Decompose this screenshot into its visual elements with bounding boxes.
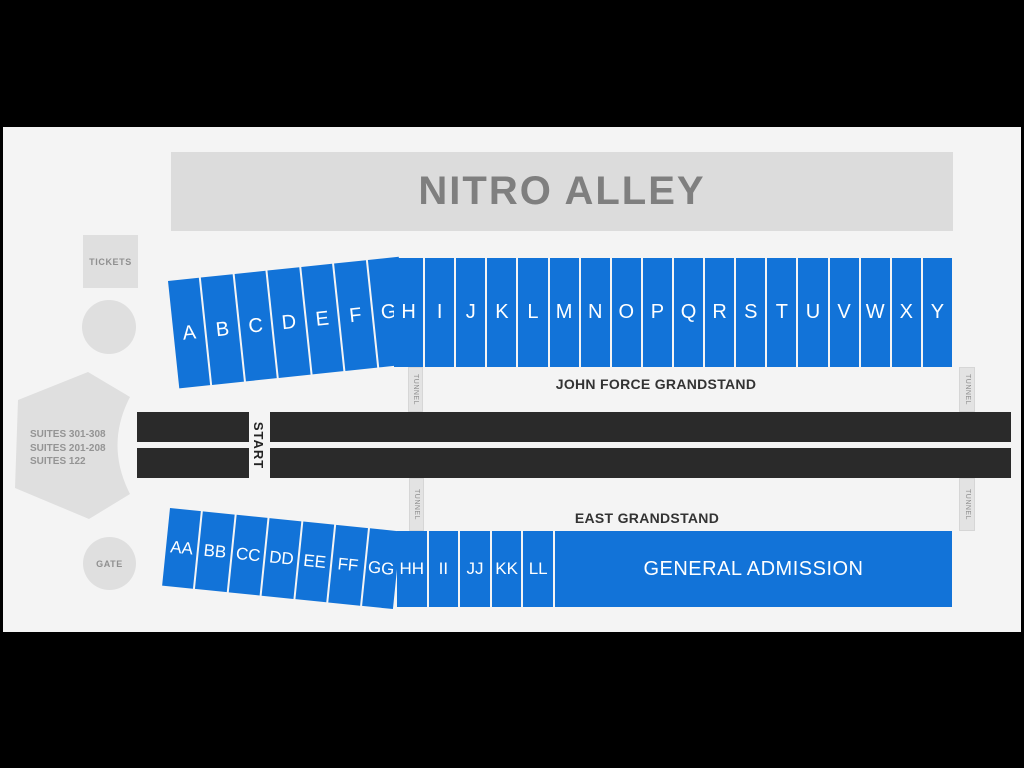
- track-lane-bottom-left-segment: [137, 448, 249, 478]
- suites-building-shape: [15, 372, 130, 519]
- section-EE[interactable]: EE: [295, 521, 335, 603]
- tunnel-bottom-right-label: TUNNEL: [963, 488, 971, 521]
- nitro-alley-title: NITRO ALLEY: [418, 169, 706, 213]
- suites-labels: SUITES 301-308 SUITES 201-208 SUITES 122: [30, 428, 106, 469]
- section-K[interactable]: K: [487, 258, 517, 367]
- seating-map: NITRO ALLEY TICKETS SUITES 301-308 SUITE…: [3, 127, 1021, 632]
- section-P[interactable]: P: [642, 258, 672, 367]
- section-L[interactable]: L: [518, 258, 548, 367]
- facility-circle: [82, 300, 136, 354]
- track-lane-top-left-segment: [137, 412, 249, 442]
- tunnel-top-right: TUNNEL: [959, 367, 975, 412]
- section-T[interactable]: T: [767, 258, 797, 367]
- tunnel-bottom-left: TUNNEL: [409, 478, 424, 531]
- section-GG[interactable]: GG: [361, 528, 401, 610]
- tickets-booth: TICKETS: [83, 235, 138, 288]
- tunnel-top-right-label: TUNNEL: [963, 373, 971, 406]
- start-label: START: [251, 421, 267, 469]
- section-general-admission[interactable]: GENERAL ADMISSION: [555, 531, 952, 607]
- section-AA[interactable]: AA: [162, 508, 202, 589]
- gate-entrance: GATE: [83, 537, 136, 590]
- tunnel-top-left: TUNNEL: [408, 367, 423, 412]
- section-W[interactable]: W: [860, 258, 890, 367]
- section-FF[interactable]: FF: [328, 524, 368, 606]
- section-Q[interactable]: Q: [673, 258, 704, 367]
- section-N[interactable]: N: [580, 258, 610, 367]
- east-grandstand-label: EAST GRANDSTAND: [574, 510, 720, 526]
- suites-122-label: SUITES 122: [30, 456, 86, 467]
- general-admission-label: GENERAL ADMISSION: [643, 557, 864, 580]
- john-force-grandstand-label: JOHN FORCE GRANDSTAND: [555, 376, 757, 392]
- tunnel-bottom-right: TUNNEL: [959, 478, 975, 531]
- suites-201-208-label: SUITES 201-208: [30, 442, 106, 454]
- section-KK[interactable]: KK: [491, 531, 522, 607]
- section-BB[interactable]: BB: [195, 511, 235, 593]
- section-H[interactable]: H: [394, 258, 424, 367]
- nitro-alley-banner: NITRO ALLEY: [171, 152, 953, 231]
- start-line: START: [247, 412, 271, 478]
- section-LL[interactable]: LL: [523, 531, 553, 607]
- track-lane-bottom-right-segment: [270, 448, 1011, 478]
- section-U[interactable]: U: [798, 258, 828, 367]
- section-I[interactable]: I: [425, 258, 455, 367]
- section-DD[interactable]: DD: [261, 518, 302, 599]
- gate-label: GATE: [96, 558, 123, 569]
- section-R[interactable]: R: [705, 258, 735, 367]
- section-X[interactable]: X: [891, 258, 921, 367]
- section-M[interactable]: M: [549, 258, 579, 367]
- section-JJ[interactable]: JJ: [460, 531, 490, 607]
- section-CC[interactable]: CC: [228, 514, 268, 596]
- section-Y[interactable]: Y: [922, 258, 952, 367]
- section-V[interactable]: V: [829, 258, 859, 367]
- section-O[interactable]: O: [611, 258, 641, 367]
- section-S[interactable]: S: [736, 258, 766, 367]
- section-J[interactable]: J: [456, 258, 486, 367]
- tunnel-top-left-label: TUNNEL: [412, 373, 420, 406]
- section-II[interactable]: II: [428, 531, 459, 607]
- section-HH[interactable]: HH: [397, 531, 427, 607]
- track-lane-top-right-segment: [270, 412, 1011, 442]
- tickets-label: TICKETS: [89, 256, 132, 267]
- suites-301-308-label: SUITES 301-308: [30, 429, 106, 440]
